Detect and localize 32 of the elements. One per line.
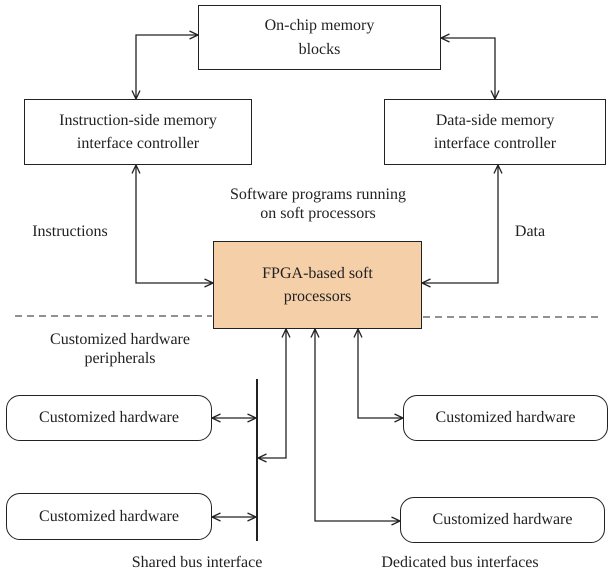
node-label: Customized hardware bbox=[432, 510, 574, 530]
node-label: Customized hardware bbox=[38, 506, 180, 527]
double-arrow bbox=[353, 328, 404, 423]
process-box bbox=[384, 99, 606, 165]
hardware-box bbox=[400, 497, 605, 543]
double-arrow bbox=[310, 328, 401, 526]
hardware-box bbox=[6, 395, 212, 441]
double-arrow bbox=[131, 164, 214, 288]
node-label: On-chip memory blocks bbox=[264, 16, 376, 60]
double-arrow bbox=[211, 512, 257, 522]
double-arrow bbox=[257, 328, 291, 463]
process-box bbox=[213, 241, 422, 329]
node-label: FPGA-based soft processors bbox=[261, 264, 374, 307]
node-label: Customized hardware bbox=[434, 408, 576, 428]
annotation-text: Instructions bbox=[31, 222, 109, 242]
annotation-text: Dedicated bus interfaces bbox=[380, 553, 540, 572]
node-label: Instruction-side memory interface controller bbox=[58, 110, 218, 154]
double-arrow bbox=[421, 164, 503, 288]
node-label: Data-side memory interface controller bbox=[432, 110, 558, 154]
node-label: Customized hardware bbox=[38, 408, 180, 428]
double-arrow bbox=[211, 413, 257, 423]
bus-line bbox=[256, 379, 258, 541]
annotation-text: Software programs running on soft processors bbox=[229, 185, 407, 224]
process-box bbox=[24, 99, 252, 165]
caption-text: Shared bus interface bbox=[130, 553, 264, 572]
hardware-box bbox=[6, 493, 212, 540]
double-arrow bbox=[131, 30, 199, 100]
annotation-text: Customized hardware peripherals bbox=[49, 330, 191, 368]
process-box bbox=[198, 5, 441, 70]
double-arrow bbox=[440, 33, 500, 100]
hardware-box bbox=[403, 395, 608, 441]
annotation-text: Data bbox=[514, 222, 546, 242]
